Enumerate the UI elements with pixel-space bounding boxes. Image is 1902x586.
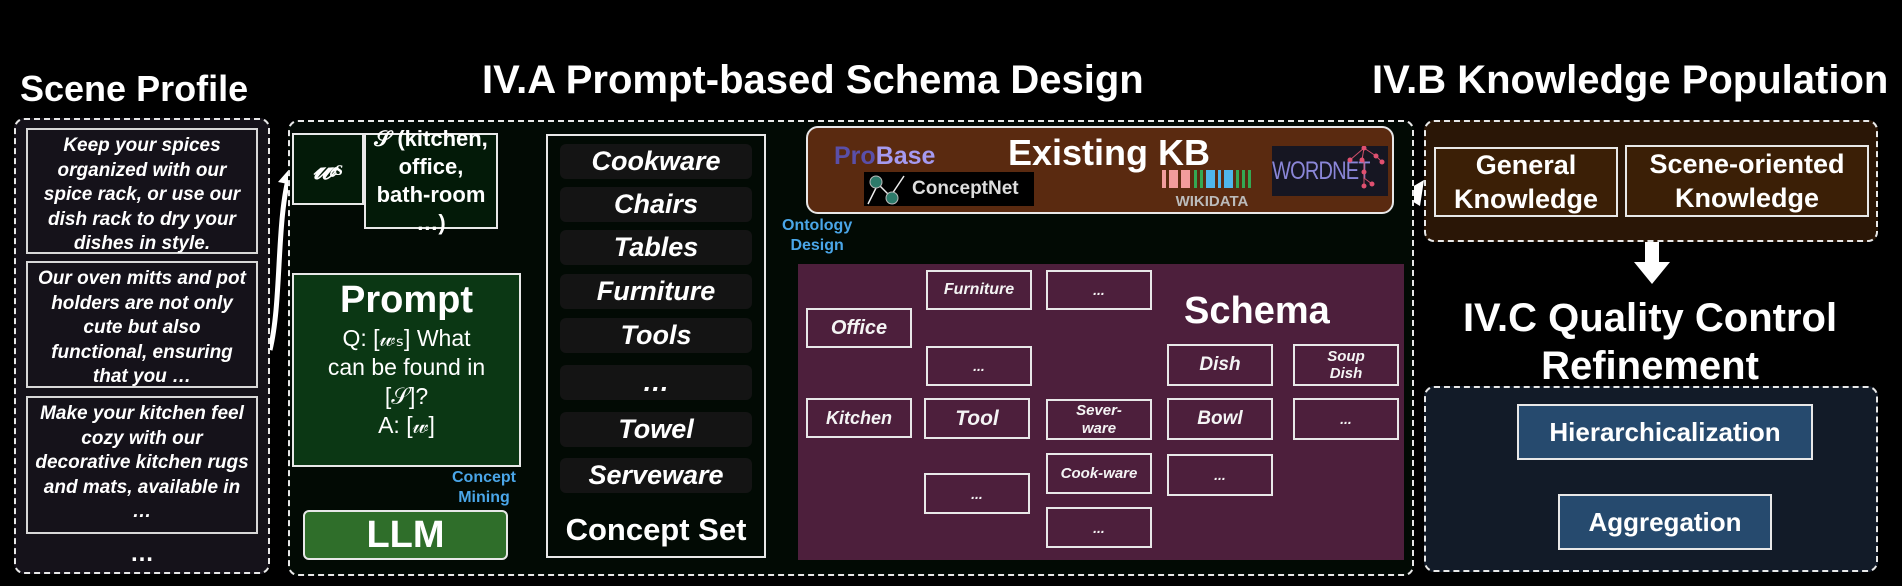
schema-node-soup-dish: Soup Dish: [1293, 344, 1399, 386]
ivc-title: IV.C Quality Control Refinement: [1400, 294, 1900, 390]
schema-node-office-more: ...: [926, 346, 1032, 386]
existing-kb-box: Existing KB ProBase ConceptNet WIKIDATA …: [806, 126, 1394, 214]
ontology-design-label: Ontology Design: [782, 216, 852, 256]
scene-card: Make your kitchen feel cozy with our dec…: [26, 396, 258, 534]
concept-item: Towel: [560, 412, 752, 447]
probase-logo: ProBase: [834, 142, 935, 171]
concept-item: Serveware: [560, 458, 752, 493]
concept-item: Furniture: [560, 274, 752, 309]
wikidata-text: WIKIDATA: [1175, 193, 1249, 210]
concept-item: Tools: [560, 318, 752, 353]
scene-profile-panel: Keep your spices organized with our spic…: [14, 118, 270, 574]
ivb-title: IV.B Knowledge Population: [1372, 58, 1889, 102]
schema-title: Schema: [1184, 290, 1330, 332]
conceptnet-graph-icon: [867, 175, 905, 205]
scene-card: Keep your spices organized with our spic…: [26, 128, 258, 254]
general-knowledge-box: General Knowledge: [1434, 147, 1618, 217]
aggregation-box: Aggregation: [1558, 494, 1772, 550]
arrow-scene-to-ws: [267, 171, 293, 351]
llm-box: LLM: [303, 510, 508, 560]
concept-set-panel: Cookware Chairs Tables Furniture Tools ……: [546, 134, 766, 558]
ivc-title-line: IV.C Quality Control: [1462, 296, 1838, 340]
scene-set-box: 𝒮 (kitchen, office, bath-room …): [364, 126, 498, 235]
concept-mining-label: Concept Mining: [452, 468, 516, 508]
wordnet-tree-icon: [1347, 146, 1385, 189]
prompt-line: Q: [𝓌ₛ] What: [342, 325, 471, 351]
existing-kb-title: Existing KB: [1008, 132, 1211, 173]
prompt-line: A: [𝓌]: [378, 412, 435, 438]
ontology-design-label-line: Design: [790, 237, 844, 254]
concept-mining-label-line: Mining: [458, 489, 510, 506]
prompt-text: Q: [𝓌ₛ] What can be found in [𝒮]? A: [𝓌]: [294, 324, 519, 440]
schema-node-office: Office: [806, 308, 912, 348]
schema-node-severware: Sever-ware: [1046, 399, 1152, 440]
schema-node-severware-more: ...: [1167, 454, 1273, 496]
schema-node-dish-more: ...: [1293, 398, 1399, 440]
wordnet-text: WORDNET: [1272, 156, 1371, 185]
prompt-heading: Prompt: [340, 279, 473, 321]
wikidata-barcode-icon: [1162, 170, 1251, 188]
scene-more-ellipsis: …: [130, 540, 154, 567]
hierarchicalization-box: Hierarchicalization: [1517, 404, 1813, 460]
schema-node-tool-more: ...: [1046, 507, 1152, 548]
concept-mining-label-line: Concept: [452, 469, 516, 486]
prompt-box: Prompt Q: [𝓌ₛ] What can be found in [𝒮]?…: [292, 273, 521, 467]
iva-title: IV.A Prompt-based Schema Design: [482, 58, 1144, 102]
scene-oriented-knowledge-line: Scene-oriented: [1649, 149, 1845, 179]
ivc-title-line: Refinement: [1541, 344, 1759, 388]
conceptnet-text: ConceptNet: [912, 178, 1019, 199]
probase-pro-text: Pro: [834, 142, 876, 170]
ws-symbol: 𝓌: [313, 150, 336, 186]
wordnet-logo: WORDNET: [1272, 146, 1388, 196]
wikidata-logo: WIKIDATA: [1162, 170, 1262, 210]
general-knowledge-line: General: [1475, 150, 1577, 180]
schema-node-kitchen: Kitchen: [806, 398, 912, 438]
scene-oriented-knowledge-box: Scene-oriented Knowledge: [1625, 145, 1869, 217]
schema-node-furniture: Furniture: [926, 270, 1032, 310]
scene-card: Our oven mitts and pot holders are not o…: [26, 261, 258, 388]
concept-item: Cookware: [560, 144, 752, 179]
schema-node-tool: Tool: [924, 398, 1030, 439]
general-knowledge-line: Knowledge: [1453, 184, 1598, 214]
concept-item: Chairs: [560, 187, 752, 222]
schema-node-furniture-more: ...: [1046, 270, 1152, 310]
schema-node-bowl: Bowl: [1167, 398, 1273, 440]
prompt-line: can be found in: [327, 354, 486, 380]
probase-base-text: Base: [875, 142, 936, 170]
concept-set-caption: Concept Set: [565, 512, 747, 547]
ontology-design-label-line: Ontology: [782, 217, 853, 234]
arrow-ivb-to-ivc: [1634, 242, 1670, 284]
prompt-line: [𝒮]?: [384, 383, 429, 409]
concept-item: …: [560, 365, 752, 400]
schema-node-cookware: Cook-ware: [1046, 453, 1152, 494]
schema-node-dish: Dish: [1167, 344, 1273, 386]
scene-oriented-knowledge-line: Knowledge: [1674, 183, 1819, 213]
conceptnet-logo: ConceptNet: [864, 172, 1034, 206]
schema-node-kitchen-more: ...: [924, 473, 1030, 514]
ws-subscript: s: [335, 157, 343, 180]
concept-item: Tables: [560, 230, 752, 265]
scene-profile-title: Scene Profile: [20, 68, 249, 109]
